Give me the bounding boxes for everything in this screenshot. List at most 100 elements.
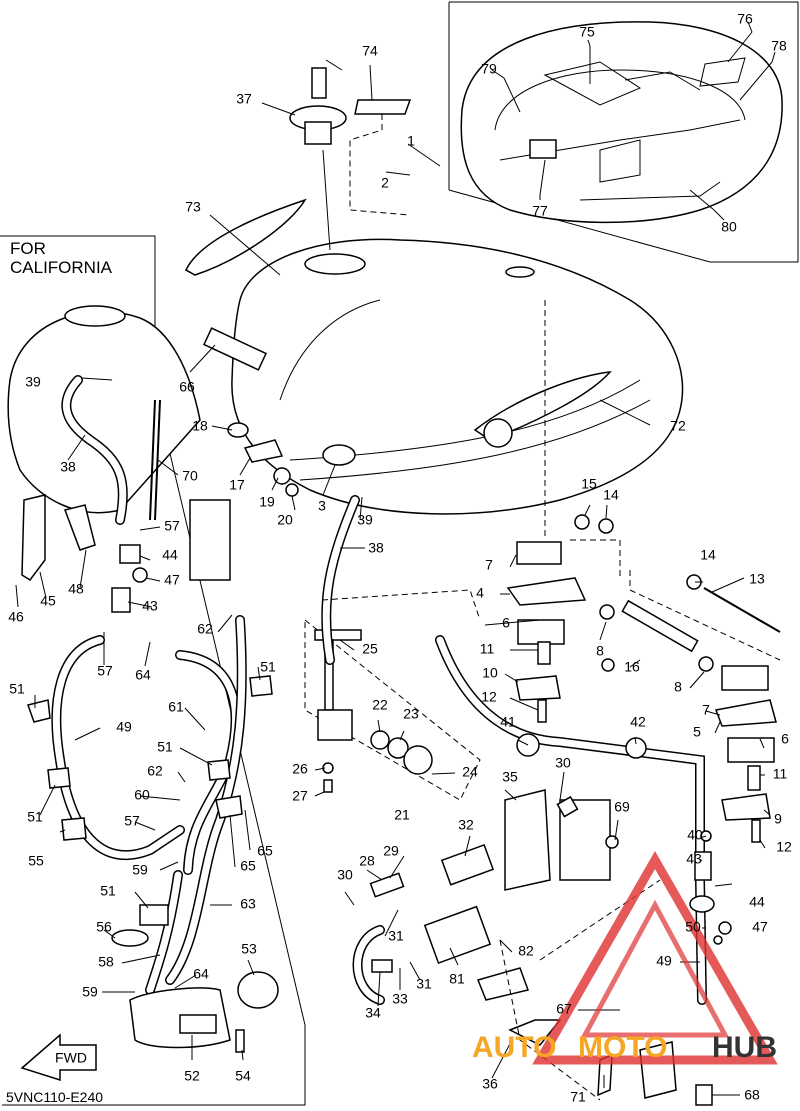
callout-15: 15 [581, 476, 597, 492]
callout-44: 44 [749, 894, 765, 910]
callout-43-2: 43 [142, 598, 158, 614]
callout-35: 35 [502, 769, 518, 785]
callout-36: 36 [482, 1076, 498, 1092]
callout-14: 14 [700, 547, 716, 563]
fuel-hoses [51, 375, 707, 1005]
callout-51-3: 51 [260, 659, 276, 675]
callout-61: 61 [168, 699, 184, 715]
diagram-code: 5VNC110-E240 [6, 1089, 103, 1105]
callout-12: 12 [481, 689, 497, 705]
callout-33: 33 [392, 991, 408, 1007]
calif-fittings [27, 544, 273, 947]
callout-50: 50 [685, 919, 701, 935]
callout-74: 74 [362, 43, 378, 59]
callout-19: 19 [259, 494, 275, 510]
callout-75: 75 [579, 24, 595, 40]
callout-25: 25 [362, 641, 378, 657]
callout-62-2: 62 [147, 763, 163, 779]
callout-4: 4 [476, 585, 484, 601]
callout-69: 69 [614, 799, 630, 815]
california-label-line1: FOR [10, 239, 46, 258]
callout-51-4: 51 [157, 739, 173, 755]
callout-76: 76 [737, 11, 753, 27]
callout-7-2: 7 [702, 702, 710, 718]
callout-57: 57 [164, 518, 180, 534]
callout-29: 29 [383, 843, 399, 859]
callout-34: 34 [365, 1005, 381, 1021]
callout-39: 39 [357, 512, 373, 528]
callout-11: 11 [480, 641, 495, 657]
california-label-line2: CALIFORNIA [10, 258, 113, 277]
callout-51: 51 [9, 681, 25, 697]
callout-43: 43 [686, 851, 702, 867]
callout-72: 72 [670, 418, 686, 434]
callout-28: 28 [359, 853, 375, 869]
fuel-cap [289, 59, 347, 251]
callout-44-2: 44 [162, 547, 178, 563]
callout-54: 54 [235, 1068, 251, 1084]
callout-22: 22 [372, 697, 388, 713]
callout-labels: 1234566778891011111212131414151617181920… [8, 11, 792, 1105]
fuel-pump-filter [369, 789, 713, 1106]
callout-51-5: 51 [100, 883, 116, 899]
callout-66: 66 [179, 379, 195, 395]
callout-82: 82 [518, 943, 534, 959]
callout-57-2: 57 [97, 663, 113, 679]
callout-40: 40 [687, 827, 703, 843]
tank-badge [185, 198, 307, 276]
watermark-hub: HUB [712, 1031, 777, 1064]
callout-77: 77 [532, 203, 548, 219]
callout-81: 81 [449, 971, 465, 987]
callout-30: 30 [337, 867, 353, 883]
callout-8: 8 [596, 643, 604, 659]
callout-56: 56 [96, 919, 112, 935]
charcoal-canister [129, 971, 279, 1053]
callout-13: 13 [749, 571, 765, 587]
fwd-label: FWD [55, 1050, 87, 1066]
callout-58: 58 [98, 954, 114, 970]
cable-tie [149, 399, 156, 521]
callout-9: 9 [774, 811, 782, 827]
callout-49: 49 [656, 953, 672, 969]
callout-17: 17 [229, 477, 245, 493]
callout-68: 68 [744, 1087, 760, 1103]
callout-2: 2 [381, 175, 389, 191]
callout-21: 21 [394, 807, 410, 823]
callout-62: 62 [197, 621, 213, 637]
callout-39-2: 39 [25, 374, 41, 390]
callout-53: 53 [241, 941, 257, 957]
callout-6: 6 [502, 615, 510, 631]
callout-12-2: 12 [776, 839, 792, 855]
callout-38-2: 38 [60, 459, 76, 475]
callout-60: 60 [134, 787, 150, 803]
callout-8-2: 8 [674, 679, 682, 695]
callout-27: 27 [292, 788, 308, 804]
callout-47: 47 [752, 919, 768, 935]
callout-37: 37 [236, 91, 252, 107]
callout-78: 78 [771, 38, 787, 54]
callout-7: 7 [485, 557, 493, 573]
callout-20: 20 [277, 512, 293, 528]
fuel-tank-body [231, 238, 684, 515]
callout-48: 48 [68, 581, 84, 597]
callout-65: 65 [257, 843, 273, 859]
callout-42: 42 [630, 714, 646, 730]
callout-71: 71 [570, 1089, 586, 1105]
callout-30-2: 30 [555, 755, 571, 771]
callout-3: 3 [318, 498, 326, 514]
callout-23: 23 [403, 706, 419, 722]
callout-63: 63 [240, 896, 256, 912]
callout-52: 52 [184, 1068, 200, 1084]
callout-70: 70 [182, 468, 198, 484]
callout-32: 32 [458, 817, 474, 833]
callout-64-2: 64 [193, 966, 209, 982]
callout-64: 64 [135, 667, 151, 683]
callout-31-2: 31 [416, 976, 432, 992]
automotohub-watermark: AUTO MOTO HUB [472, 850, 778, 1065]
watermark-moto: MOTO [578, 1031, 667, 1064]
callout-79: 79 [481, 61, 497, 77]
callout-47-2: 47 [164, 572, 180, 588]
callout-38: 38 [368, 540, 384, 556]
callout-6-2: 6 [781, 731, 789, 747]
